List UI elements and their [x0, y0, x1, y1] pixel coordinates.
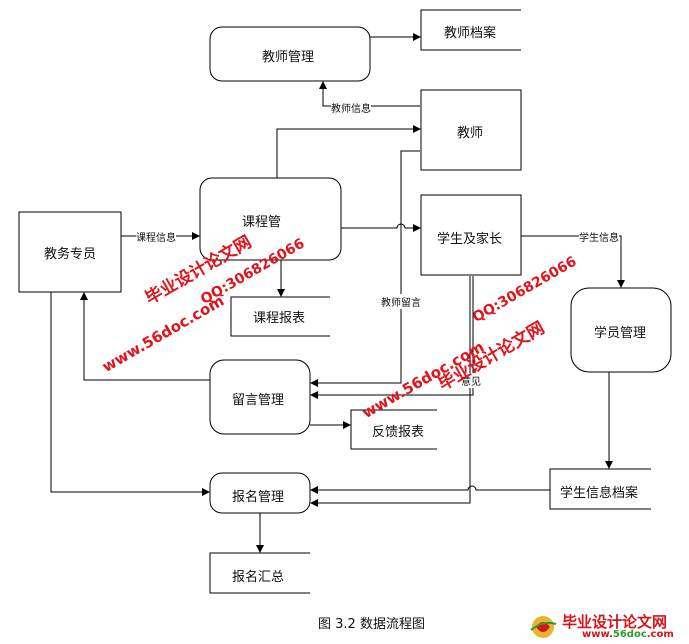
- flow-label-teacher-message: 教师留言: [381, 294, 421, 309]
- student-mgmt-process: [570, 287, 672, 373]
- course-mgmt-process: [199, 177, 342, 261]
- teacher-mgmt-process: [209, 26, 371, 82]
- feedback-report-label: 反馈报表: [372, 425, 425, 440]
- flow-message-to-staff: [80, 292, 210, 381]
- course-report-label: 课程报表: [253, 311, 306, 326]
- student-parent-label: 学生及家长: [437, 232, 503, 247]
- teacher-entity: [420, 89, 522, 171]
- flow-course-to-student: [341, 223, 421, 232]
- teacher-label: 教师: [457, 126, 484, 141]
- signup-summary-store: [209, 552, 310, 594]
- logo-url-suffix: .com: [646, 629, 674, 640]
- logo-url-prefix: www.: [582, 629, 613, 640]
- signup-summary-label: 报名汇总: [232, 570, 285, 585]
- student-parent-entity: [420, 194, 522, 276]
- academic-staff-label: 教务专员: [44, 247, 97, 262]
- flow-archive-to-signup: [310, 485, 550, 494]
- logo-title: 毕业设计论文网: [562, 613, 668, 631]
- teacher-archive-label: 教师档案: [444, 26, 497, 41]
- academic-staff-entity: [18, 211, 122, 293]
- teacher-archive-store: [420, 9, 521, 51]
- teacher-mgmt-label: 教师管理: [262, 50, 315, 65]
- flow-course-to-teacher: [276, 125, 421, 178]
- flow-label-student-info: 学生信息: [579, 229, 619, 244]
- flow-label-opinion: 意见: [461, 373, 481, 388]
- course-mgmt-label: 课程管: [242, 215, 282, 230]
- globe-logo-icon: [530, 616, 557, 638]
- flow-student-to-signup: [310, 276, 471, 507]
- student-mgmt-label: 学员管理: [594, 326, 647, 341]
- logo-url: www.56doc.com: [582, 629, 674, 640]
- figure-caption: 图 3.2 数据流程图: [318, 617, 425, 632]
- flow-label-course-info: 课程信息: [136, 229, 176, 244]
- logo-url-brand: 56doc: [612, 629, 647, 640]
- feedback-report-store: [350, 409, 437, 450]
- student-info-archive-label: 学生信息档案: [560, 486, 639, 501]
- message-mgmt-label: 留言管理: [232, 393, 285, 408]
- flow-staff-to-signup: [50, 292, 210, 496]
- student-info-archive-store: [549, 468, 651, 510]
- course-report-store: [230, 296, 330, 337]
- flow-teacher-message: [310, 150, 420, 387]
- flow-teacher-info: [319, 81, 420, 107]
- signup-mgmt-label: 报名管理: [232, 490, 285, 505]
- flow-student-info: [521, 235, 625, 288]
- flow-opinion: [310, 276, 474, 399]
- flow-label-teacher-info: 教师信息: [331, 100, 371, 115]
